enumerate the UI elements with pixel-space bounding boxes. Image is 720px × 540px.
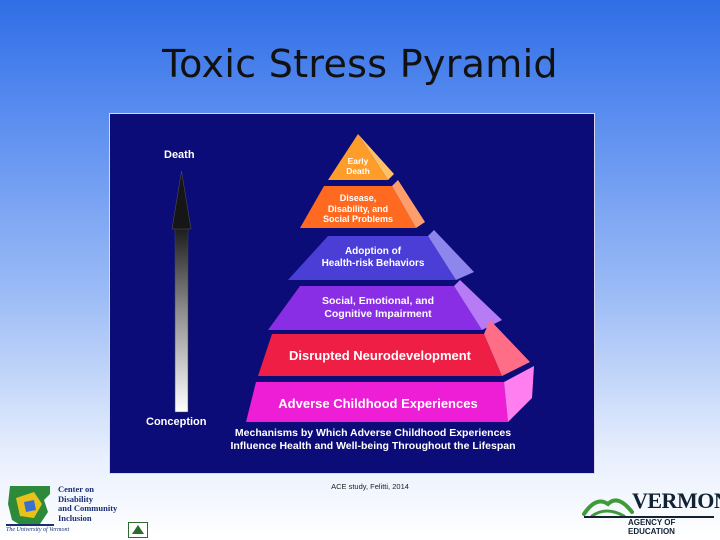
tier-early-death xyxy=(328,134,394,180)
mountain-icon xyxy=(582,498,634,518)
slide-title: Toxic Stress Pyramid xyxy=(162,42,558,86)
cdci-logo-text: Center on Disability and Community Inclu… xyxy=(58,484,118,523)
tier-ace xyxy=(246,366,534,422)
diagram-caption: Mechanisms by Which Adverse Childhood Ex… xyxy=(230,427,516,452)
tier-label-neurodevelopment: Disrupted Neurodevelopment xyxy=(288,348,472,363)
agency-of-education-text: AGENCY OF EDUCATION xyxy=(628,518,676,536)
tier-disease xyxy=(300,180,425,228)
tier-health-risk xyxy=(288,230,474,280)
vermont-wordmark: VERMONT xyxy=(632,488,720,513)
tier-neurodevelopment xyxy=(258,320,530,376)
tier-label-ace: Adverse Childhood Experiences xyxy=(278,396,478,411)
lifespan-arrow xyxy=(171,170,192,413)
uvm-wordmark: The University of Vermont xyxy=(6,527,70,533)
uvm-seal-icon xyxy=(128,522,148,538)
axis-label-conception: Conception xyxy=(146,416,207,428)
tier-impairment xyxy=(268,280,502,330)
axis-label-death: Death xyxy=(164,149,195,161)
citation: ACE study, Felitti, 2014 xyxy=(331,482,409,491)
